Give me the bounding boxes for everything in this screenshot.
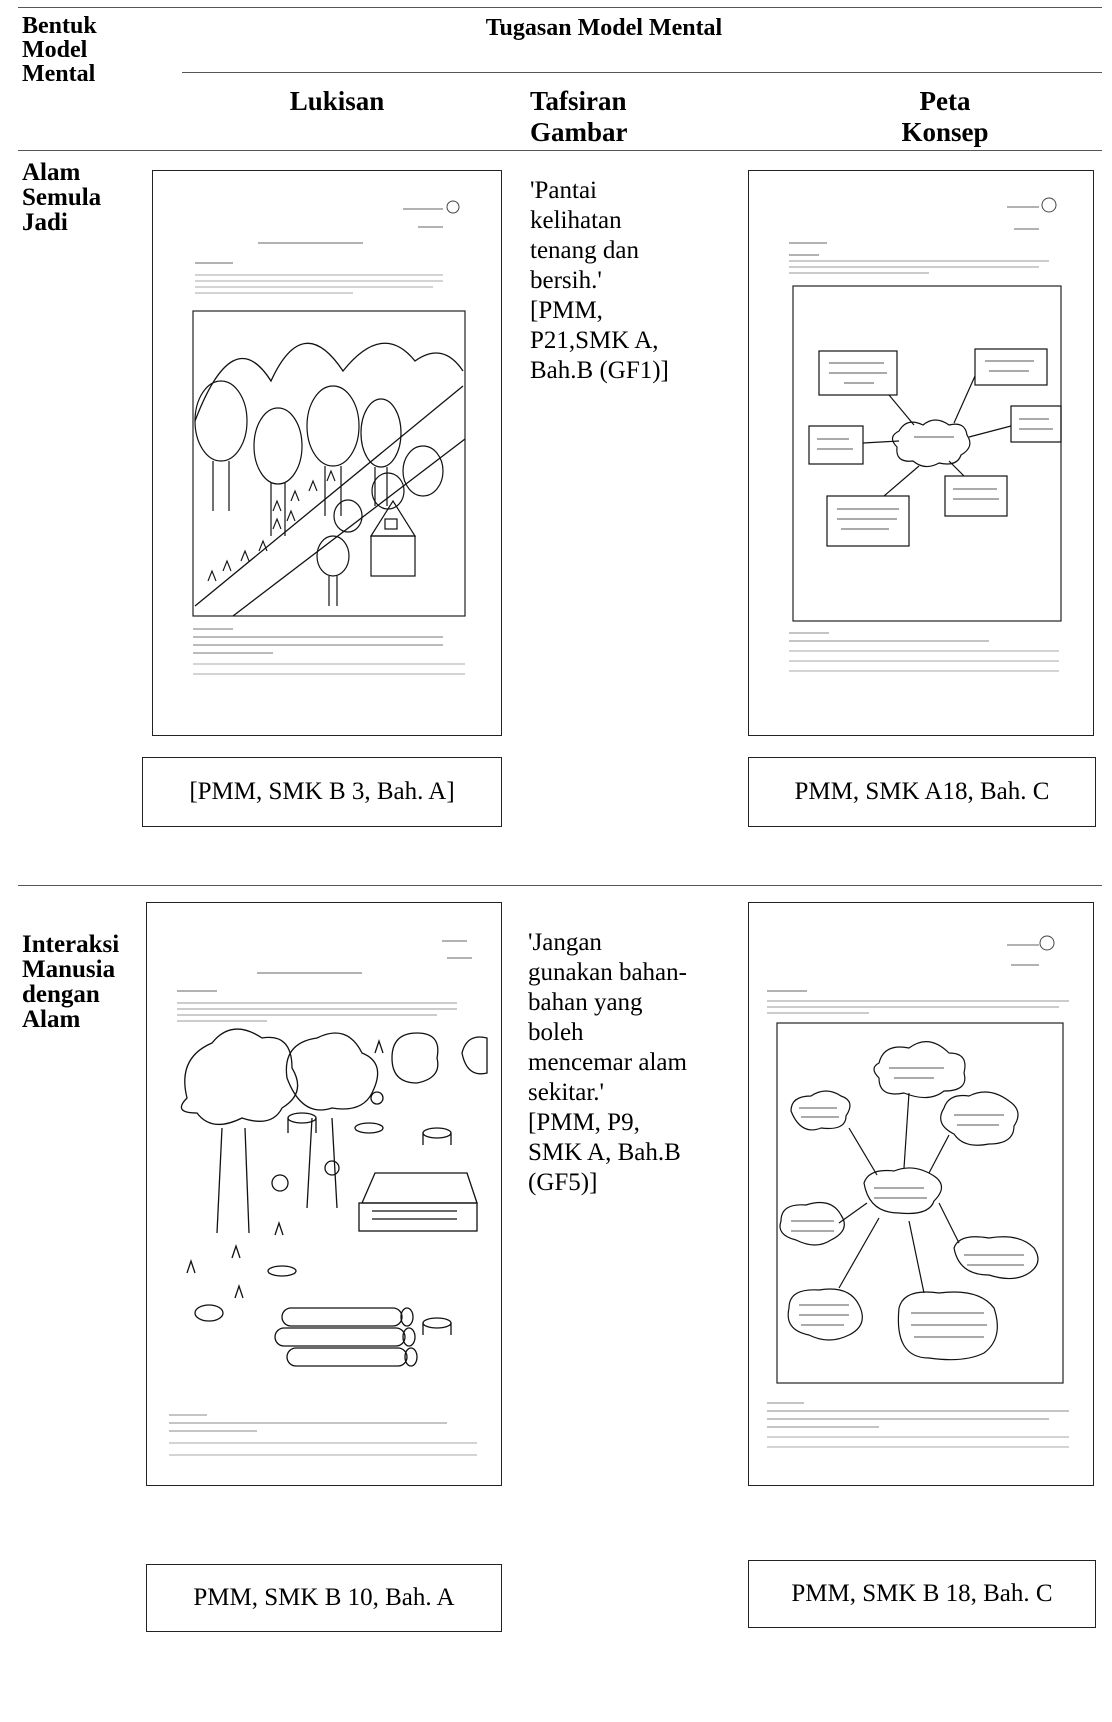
tafsiran-line: P21,SMK A,	[530, 327, 659, 354]
concept-map-drawing	[767, 935, 1069, 1448]
concept-map-drawing	[789, 197, 1062, 672]
row-label-line: Manusia	[22, 956, 116, 983]
tafsiran-line: 'Pantai	[530, 177, 597, 204]
header-tafsiran-gambar: Tafsiran Gambar	[530, 86, 628, 148]
human-nature-drawing	[169, 940, 488, 1456]
landscape-drawing	[192, 200, 466, 675]
tafsiran-line: (GF5)]	[528, 1169, 598, 1196]
lukisan-caption: [PMM, SMK B 3, Bah. A]	[142, 757, 502, 827]
header-lukisan: Lukisan	[289, 86, 385, 116]
header-bentuk-model-mental: Bentuk Model Mental	[22, 14, 162, 86]
tafsiran-text: 'Jangan gunakan bahan- bahan yang boleh …	[528, 928, 748, 1198]
row-label-line: Alam	[22, 159, 81, 186]
header-line: Konsep	[901, 117, 989, 147]
top-rule	[18, 7, 1102, 8]
lukisan-image-frame	[146, 902, 502, 1486]
peta-konsep-image-frame	[748, 902, 1094, 1486]
peta-konsep-image-frame	[748, 170, 1094, 736]
header-peta-konsep: Peta Konsep	[860, 86, 1030, 148]
tafsiran-line: [PMM,	[530, 297, 603, 324]
row-label-line: Interaksi	[22, 931, 120, 958]
tafsiran-line: boleh	[528, 1019, 584, 1046]
header-bottom-rule	[18, 150, 1102, 151]
tafsiran-line: Bah.B (GF1)]	[530, 357, 669, 384]
tafsiran-line: [PMM, P9,	[528, 1109, 640, 1136]
tafsiran-line: tenang dan	[530, 237, 639, 264]
tafsiran-line: SMK A, Bah.B	[528, 1139, 681, 1166]
peta-konsep-caption: PMM, SMK B 18, Bah. C	[748, 1560, 1096, 1628]
lukisan-image-frame	[152, 170, 502, 736]
row-label-line: Jadi	[22, 209, 68, 236]
header-tugasan-model-mental: Tugasan Model Mental	[485, 15, 723, 41]
row-separator	[18, 885, 1102, 886]
row-label-interaksi-manusia-dengan-alam: Interaksi Manusia dengan Alam	[22, 932, 119, 1032]
header-line: Mental	[22, 61, 96, 87]
tafsiran-line: sekitar.'	[528, 1079, 605, 1106]
lukisan-caption: PMM, SMK B 10, Bah. A	[146, 1564, 502, 1632]
row-label-alam-semula-jadi: Alam Semula Jadi	[22, 160, 101, 235]
header-line: Tafsiran	[530, 86, 627, 116]
tafsiran-line: bersih.'	[530, 267, 602, 294]
header-line: Bentuk	[22, 13, 97, 39]
tafsiran-line: gunakan bahan-	[528, 959, 687, 986]
tafsiran-line: bahan yang	[528, 989, 643, 1016]
header-mid-rule	[182, 72, 1102, 73]
tafsiran-text: 'Pantai kelihatan tenang dan bersih.' [P…	[530, 176, 730, 386]
row-label-line: Alam	[22, 1006, 81, 1033]
tafsiran-line: mencemar alam	[528, 1049, 687, 1076]
row-label-line: dengan	[22, 981, 100, 1008]
header-line: Peta	[919, 86, 971, 116]
tafsiran-line: kelihatan	[530, 207, 622, 234]
header-line: Gambar	[530, 117, 628, 147]
tafsiran-line: 'Jangan	[528, 929, 602, 956]
peta-konsep-caption: PMM, SMK A18, Bah. C	[748, 757, 1096, 827]
header-line: Model	[22, 37, 88, 63]
row-label-line: Semula	[22, 184, 102, 211]
